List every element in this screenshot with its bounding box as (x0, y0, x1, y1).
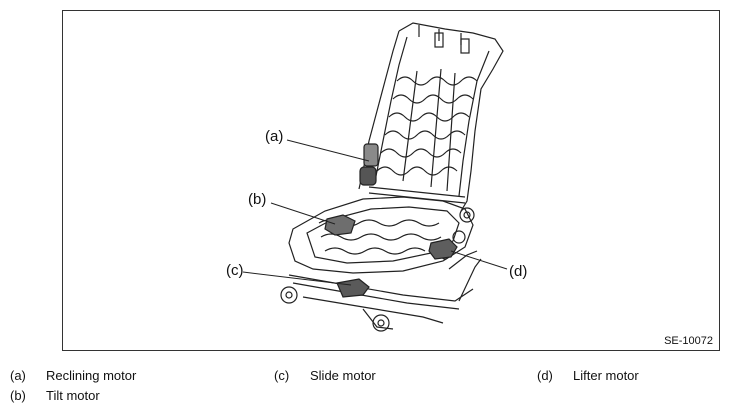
leader-line-c (242, 271, 352, 286)
leader-line-b (270, 202, 336, 225)
callout-d: (d) (509, 263, 528, 280)
tilt-motor (324, 214, 356, 236)
seat-cushion-frame (288, 196, 475, 274)
seatback-frame (358, 22, 504, 212)
reclining-motor-gear (359, 166, 377, 186)
callout-c: (c) (226, 262, 244, 279)
callout-a: (a) (265, 128, 284, 145)
figure-id: SE-10072 (664, 335, 713, 347)
reclining-motor (363, 143, 379, 167)
seat-rails (280, 250, 482, 332)
motors (324, 143, 458, 298)
legend-code: (b) (10, 388, 26, 403)
leader-line-a (286, 139, 370, 162)
lifter-motor (428, 238, 458, 260)
legend-label: Tilt motor (46, 388, 100, 403)
callout-b: (b) (248, 191, 267, 208)
legend-label: Lifter motor (573, 368, 639, 383)
legend-code: (a) (10, 368, 26, 383)
figure-frame: (a) (b) (c) (d) SE-10072 (62, 10, 720, 351)
legend-label: Reclining motor (46, 368, 137, 383)
legend-code: (c) (274, 368, 290, 383)
legend-label: Slide motor (310, 368, 376, 383)
seat-frame-illustration (242, 22, 508, 332)
legend-code: (d) (537, 368, 553, 383)
leader-line-d (450, 250, 508, 270)
leader-lines (242, 139, 508, 286)
slide-motor (336, 278, 370, 298)
